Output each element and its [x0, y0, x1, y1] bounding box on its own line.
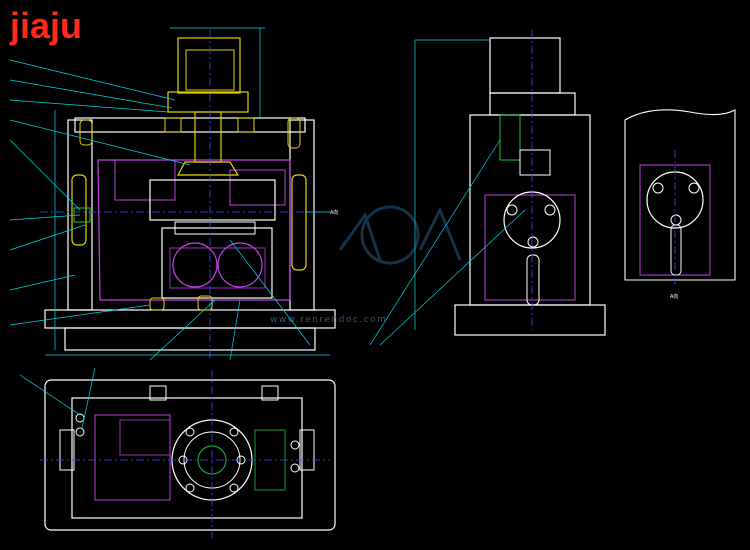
detail-view: A向 [624, 109, 736, 300]
watermark-url: www.renrendoc.com [270, 315, 387, 325]
side-view [369, 30, 606, 346]
front-top-crossbar [74, 117, 306, 133]
front-base-foot [64, 327, 316, 351]
watermark-logo [338, 205, 462, 265]
drawing-title: jiaju [10, 5, 83, 46]
top-view [19, 367, 336, 540]
detail-view-label: A向 [670, 293, 678, 300]
front-view-arrow-label: A向 [330, 209, 338, 216]
top-view-base-outline [44, 379, 336, 531]
front-left-column [67, 119, 93, 311]
front-view: A向 [9, 27, 338, 361]
